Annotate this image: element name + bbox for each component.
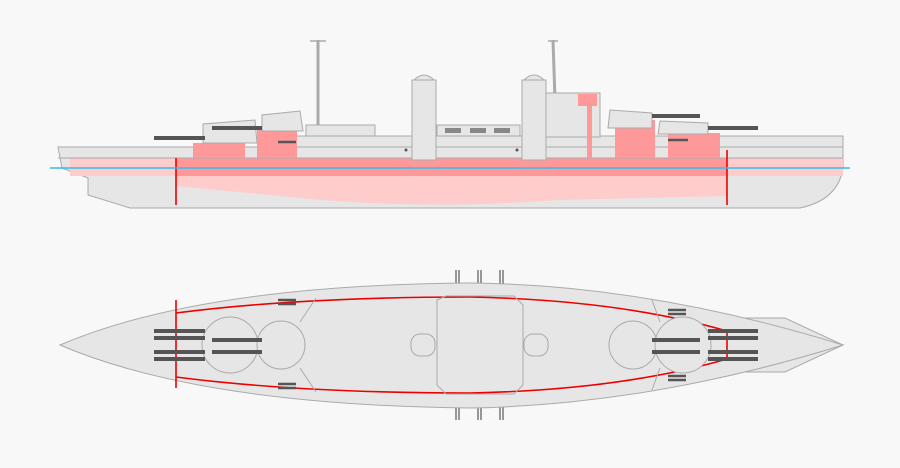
turret-y-plan (654, 316, 712, 374)
barbette-y (668, 133, 720, 158)
funnel-fore-plan (410, 333, 436, 357)
hull-plan (58, 282, 845, 409)
upper-deck (295, 135, 844, 148)
funnel-fore (411, 79, 437, 161)
turret-x-plan (608, 320, 658, 370)
main-guns-plan (154, 329, 758, 361)
turret-x (607, 109, 653, 129)
main-belt-armor (176, 158, 727, 176)
citadel-outline (175, 296, 728, 394)
funnel-aft (521, 79, 547, 161)
barbette-b (257, 130, 297, 158)
turret-a (202, 119, 258, 144)
turret-b-plan (256, 320, 306, 370)
barbette-a (193, 143, 245, 158)
conning-tower-armor (578, 94, 597, 106)
turret-b (261, 110, 304, 132)
turret-a-plan (201, 316, 259, 374)
turret-y (657, 120, 709, 135)
lower-belt (176, 176, 727, 205)
funnel-aft-plan (523, 333, 549, 357)
plan-view (58, 270, 845, 420)
side-profile (50, 39, 850, 209)
fore-deckhouse (305, 124, 376, 137)
secondary-guns-plan (278, 298, 686, 390)
main-mast (551, 39, 557, 101)
central-superstructure (436, 295, 524, 395)
